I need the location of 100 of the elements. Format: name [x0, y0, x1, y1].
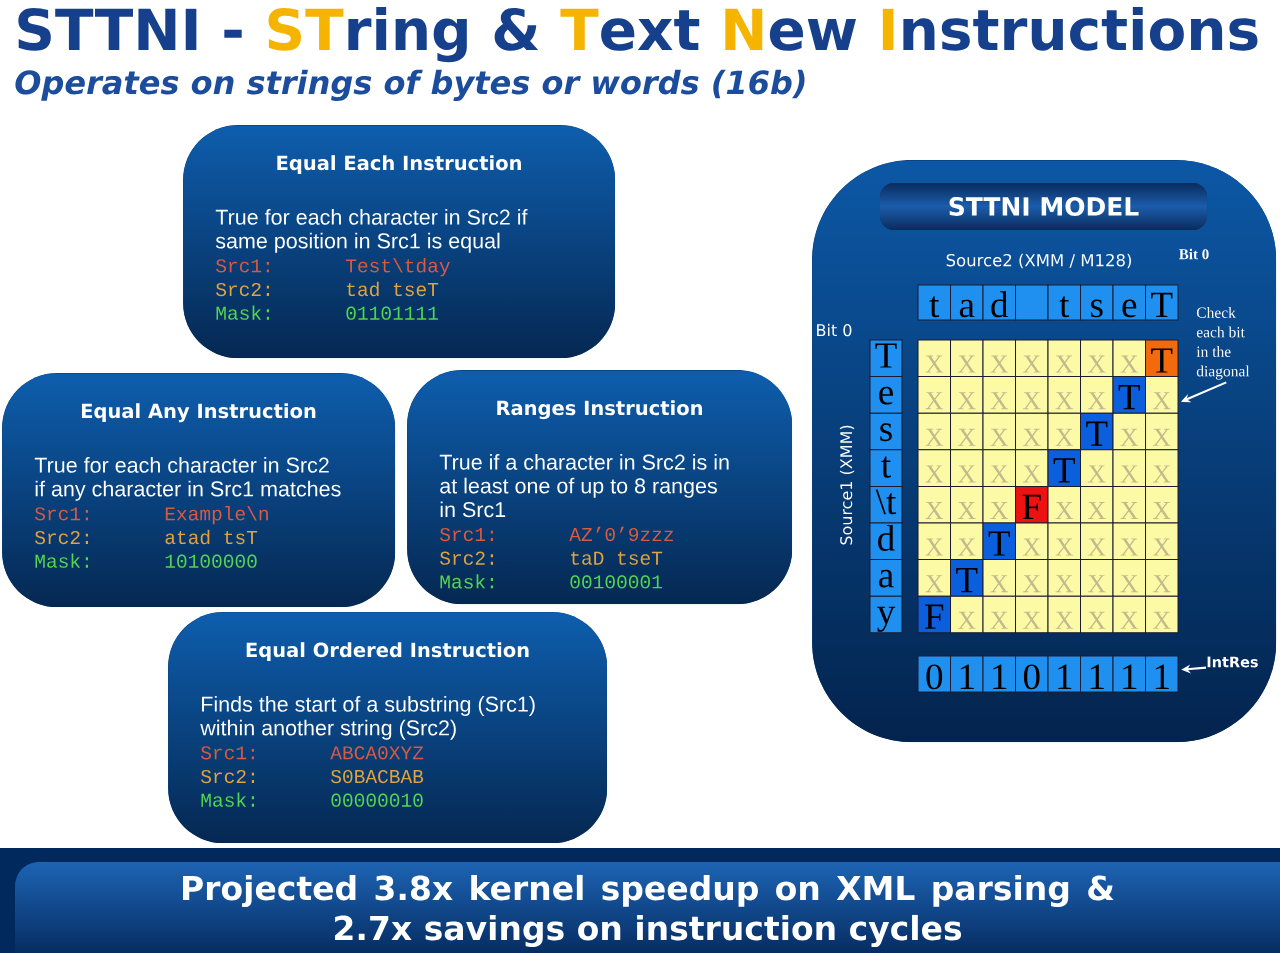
compare-cell: X — [1112, 339, 1146, 378]
compare-cell: X — [1145, 412, 1179, 451]
compare-cell: X — [1047, 376, 1081, 414]
compare-cell: T — [1145, 339, 1179, 378]
compare-cell: X — [1145, 449, 1179, 487]
bit-label: Bit 0 — [1179, 248, 1209, 260]
result-cell: 0 — [1015, 655, 1049, 693]
box-heading: Equal Ordered Instruction — [246, 642, 529, 662]
compare-cell: T — [982, 522, 1016, 561]
bit-label: Bit 0 — [817, 323, 852, 337]
compare-cell: X — [982, 485, 1016, 524]
field-label: Mask: — [35, 553, 89, 568]
result-cell: 1 — [950, 655, 984, 693]
char-cell: a — [950, 284, 984, 321]
compare-cell: X — [917, 449, 951, 487]
result-cell: 0 — [917, 655, 951, 693]
field-value: 01101111 — [346, 306, 438, 320]
char-cell: a — [869, 559, 903, 597]
result-cell: 1 — [1047, 655, 1081, 693]
field-value: AZ’0’9zzz — [569, 526, 674, 542]
compare-cell: X — [950, 522, 984, 561]
compare-cell: X — [1080, 595, 1114, 634]
compare-cell: X — [950, 595, 984, 634]
char-cell: t — [1047, 284, 1081, 321]
field-label: Src2: — [201, 769, 255, 784]
field-value: S0BACBAB — [331, 769, 424, 784]
char-cell: e — [1112, 284, 1146, 321]
field-label: Mask: — [216, 305, 270, 320]
result-cell: 1 — [1080, 655, 1114, 693]
compare-cell: X — [982, 339, 1016, 378]
compare-cell: X — [950, 376, 984, 414]
result-cell: 1 — [982, 655, 1016, 693]
compare-cell: X — [1145, 485, 1179, 524]
field-label: Mask: — [440, 574, 494, 589]
char-cell: s — [1080, 284, 1114, 321]
compare-cell: X — [917, 339, 951, 378]
char-cell: t — [917, 284, 951, 321]
description-text: True for each character in Src2 if same position in Src1 is equal — [215, 209, 528, 253]
compare-cell: T — [1047, 449, 1081, 487]
source-label: Source2 (XMM / M128) — [946, 253, 1131, 269]
compare-cell: X — [1112, 559, 1146, 597]
result-cell: 1 — [1112, 655, 1146, 693]
compare-cell: X — [1080, 339, 1114, 378]
field-value: 10100000 — [165, 554, 257, 568]
result-cell: 1 — [1145, 655, 1179, 693]
compare-cell: X — [917, 485, 951, 524]
field-value: 00100001 — [570, 575, 662, 589]
compare-cell: X — [950, 412, 984, 451]
compare-cell: X — [1015, 522, 1049, 561]
compare-cell: X — [1015, 339, 1049, 378]
compare-cell: X — [982, 376, 1016, 414]
source-label: Source1 (XMM) — [839, 425, 855, 545]
field-label: Src2: — [216, 282, 270, 297]
field-label: Src2: — [440, 551, 494, 565]
char-cell: s — [869, 412, 903, 451]
compare-cell: X — [1047, 522, 1081, 561]
compare-cell: X — [1112, 485, 1146, 524]
compare-cell: X — [1080, 559, 1114, 597]
compare-cell: X — [1112, 449, 1146, 487]
field-label: Src1: — [201, 746, 255, 760]
compare-cell: X — [1015, 412, 1049, 451]
description-text: Finds the start of a substring (Src1) within another string (Src2) — [200, 696, 535, 740]
compare-cell: X — [917, 412, 951, 451]
compare-cell: X — [1112, 522, 1146, 561]
field-label: Src1: — [35, 507, 89, 521]
compare-cell: X — [1145, 595, 1179, 634]
compare-cell: T — [1112, 376, 1146, 414]
compare-cell: X — [950, 449, 984, 487]
field-value: ABCA0XYZ — [330, 746, 424, 760]
char-cell: y — [869, 595, 903, 634]
compare-cell: X — [1080, 449, 1114, 487]
compare-cell: X — [1015, 449, 1049, 487]
compare-cell: F — [917, 595, 951, 634]
field-value: 00000010 — [331, 793, 423, 807]
compare-cell: X — [982, 449, 1016, 487]
compare-cell: X — [1047, 559, 1081, 597]
compare-cell: X — [1080, 376, 1114, 414]
field-label: Mask: — [201, 792, 255, 807]
compare-cell: X — [1112, 412, 1146, 451]
field-label: Src2: — [35, 530, 89, 545]
compare-cell: X — [917, 376, 951, 414]
char-cell: T — [1145, 284, 1179, 321]
compare-cell: X — [1080, 522, 1114, 561]
field-value: Example\n — [165, 506, 268, 525]
summary-band: Projected 3.8x kernel speedup on XML parsing & 2.7x savings on instruction cycles — [15, 862, 1280, 953]
char-cell: d — [982, 284, 1016, 321]
field-value: Test\tday — [346, 258, 450, 277]
compare-cell: X — [1047, 339, 1081, 378]
compare-cell: T — [1080, 412, 1114, 451]
char-cell: e — [869, 376, 903, 414]
char-cell: T — [869, 339, 903, 378]
description-text: True for each character in Src2 if any character in Src1 matches — [34, 457, 341, 501]
box-heading: Equal Any Instruction — [81, 403, 316, 423]
compare-cell: X — [982, 595, 1016, 634]
compare-cell: X — [917, 559, 951, 597]
compare-cell: X — [1047, 595, 1081, 634]
register-label: IntRes — [1207, 656, 1258, 668]
field-value: taD tseT — [571, 551, 663, 565]
field-value: tad tseT — [347, 281, 439, 297]
field-label: Src1: — [216, 259, 270, 273]
